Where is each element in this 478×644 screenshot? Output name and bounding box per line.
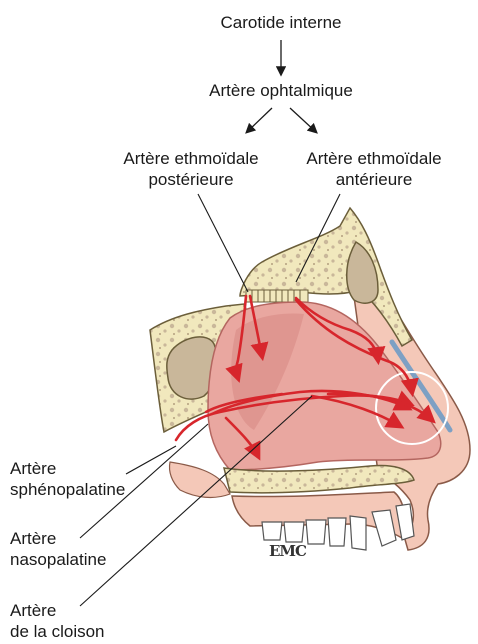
label-ethmoidale-posterieure: Artère ethmoïdale postérieure — [96, 148, 286, 190]
arrow-to-ethmoidale-anterieure — [290, 108, 316, 132]
emc-logo: EMC — [269, 542, 306, 560]
label-carotide-interne: Carotide interne — [181, 12, 381, 33]
label-nasopalatine-line1: Artère — [10, 528, 106, 549]
arrow-to-ethmoidale-posterieure — [247, 108, 272, 132]
label-cloison-line2: de la cloison — [10, 621, 105, 642]
soft-palate — [169, 462, 230, 497]
label-artere-ophtalmique: Artère ophtalmique — [181, 80, 381, 101]
label-ethmoidale-anterieure: Artère ethmoïdale antérieure — [279, 148, 469, 190]
leader-sphenopalatine — [126, 446, 176, 474]
label-nasopalatine-line2: nasopalatine — [10, 549, 106, 570]
label-sphenopalatine-line1: Artère — [10, 458, 125, 479]
label-nasopalatine: Artère nasopalatine — [10, 528, 106, 570]
label-cloison-line1: Artère — [10, 600, 105, 621]
label-sphenopalatine-line2: sphénopalatine — [10, 479, 125, 500]
label-ethmoidale-anterieure-line2: antérieure — [279, 169, 469, 190]
leader-ethmoidale-posterieure — [198, 194, 248, 292]
label-ethmoidale-posterieure-line2: postérieure — [96, 169, 286, 190]
label-ethmoidale-anterieure-line1: Artère ethmoïdale — [279, 148, 469, 169]
label-sphenopalatine: Artère sphénopalatine — [10, 458, 125, 500]
label-ethmoidale-posterieure-line1: Artère ethmoïdale — [96, 148, 286, 169]
label-cloison: Artère de la cloison — [10, 600, 105, 642]
